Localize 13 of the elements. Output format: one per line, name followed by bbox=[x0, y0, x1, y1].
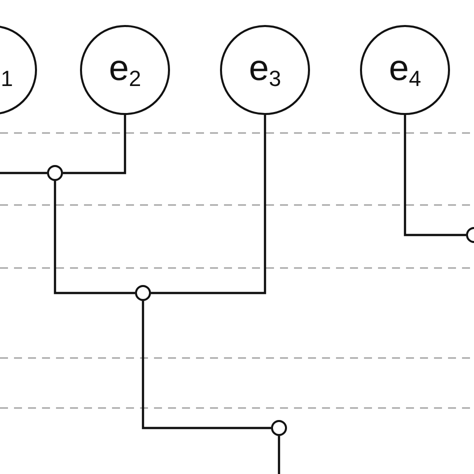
junction-circle bbox=[47, 165, 63, 181]
junction-circle bbox=[271, 420, 287, 436]
connector-line bbox=[54, 181, 135, 294]
junction-circle bbox=[135, 285, 151, 301]
element-label: 1 bbox=[0, 65, 14, 90]
element-label: e$_{3}$ bbox=[248, 50, 282, 90]
connector-line bbox=[404, 115, 466, 236]
connector-line bbox=[278, 436, 280, 474]
element-label: e$_{4}$ bbox=[388, 50, 422, 90]
connector-line bbox=[151, 115, 266, 294]
connector-line bbox=[142, 301, 271, 430]
connector-line bbox=[63, 115, 126, 174]
element-label: e$_{2}$ bbox=[108, 50, 142, 90]
